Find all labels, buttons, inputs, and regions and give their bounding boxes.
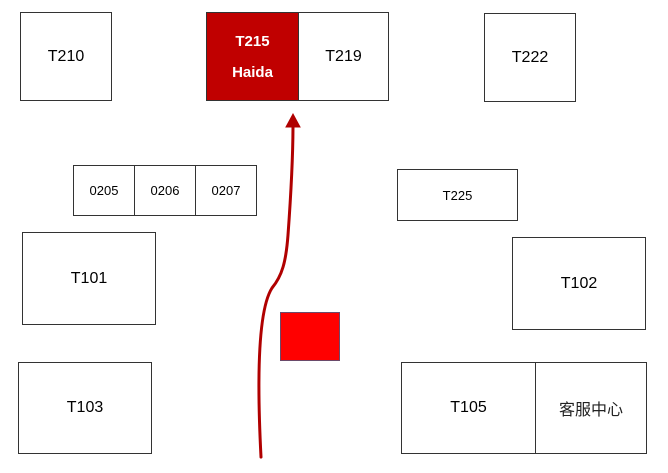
position-marker-icon: [280, 312, 340, 361]
booth-t101: T101: [22, 232, 156, 325]
booth-0205-label: 0205: [89, 183, 119, 198]
booth-t222-label: T222: [511, 48, 549, 66]
booth-t105-label: T105: [450, 399, 487, 416]
booth-0206: 0206: [134, 165, 196, 216]
booth-t215-code: T215: [235, 32, 270, 50]
booth-0207: 0207: [195, 165, 257, 216]
booth-t105: T105: [401, 362, 536, 454]
booth-t102-label: T102: [560, 274, 598, 292]
booth-0205: 0205: [73, 165, 135, 216]
booth-t210: T210: [20, 12, 112, 101]
booth-t219-label: T219: [325, 47, 362, 65]
booth-t219: T219: [298, 12, 389, 101]
booth-t225-label: T225: [442, 187, 473, 203]
booth-t222: T222: [484, 13, 576, 102]
booth-t103-label: T103: [66, 399, 104, 416]
booth-customer-service: 客服中心: [535, 362, 647, 454]
customer-service-label: 客服中心: [558, 400, 623, 419]
booth-t215-highlighted[interactable]: T215 Haida: [206, 12, 299, 101]
booth-t102: T102: [512, 237, 646, 330]
booth-0207-label: 0207: [211, 183, 241, 198]
booth-t101-label: T101: [70, 269, 108, 287]
booth-0206-label: 0206: [150, 183, 180, 198]
booth-t215-name: Haida: [232, 63, 273, 81]
booth-t210-label: T210: [47, 47, 85, 65]
booth-t103: T103: [18, 362, 152, 454]
booth-t225: T225: [397, 169, 518, 221]
